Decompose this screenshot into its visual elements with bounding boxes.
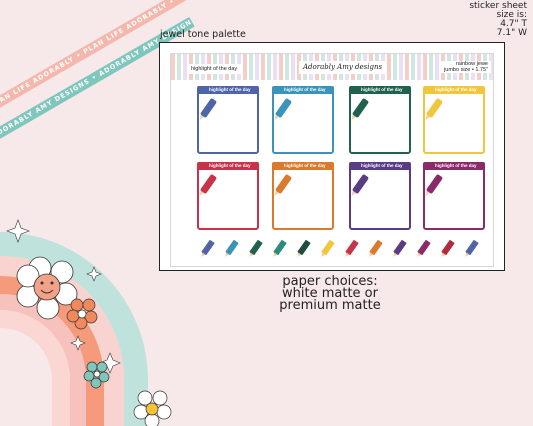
box-tab: highlight of the day bbox=[349, 162, 411, 170]
paper-choices-line2: white matte or bbox=[282, 286, 378, 301]
sticker-box-orange: highlight of the day bbox=[272, 162, 334, 230]
mini-pencil-icon bbox=[393, 239, 407, 256]
box-label: highlight of the day bbox=[361, 87, 403, 92]
size-note-line4: 7.1" W bbox=[496, 28, 527, 38]
box-frame bbox=[197, 90, 259, 154]
mini-pencil-icon bbox=[417, 239, 431, 256]
box-tab: highlight of the day bbox=[272, 86, 334, 94]
header-right-label: rainbow jewe jumbo size • 1.75" bbox=[441, 61, 491, 73]
mini-pencil-icon bbox=[225, 239, 239, 256]
sticker-box-blue: highlight of the day bbox=[197, 86, 259, 154]
mini-pencil-icon bbox=[273, 239, 287, 256]
box-frame bbox=[423, 166, 485, 230]
box-label: highlight of the day bbox=[284, 163, 326, 168]
size-note-line2: size is: bbox=[496, 10, 527, 20]
box-label: highlight of the day bbox=[435, 87, 477, 92]
size-note: sticker sheet size is: 4.7" T 7.1" W bbox=[469, 2, 527, 38]
header-right-line2: jumbo size • 1.75" bbox=[444, 67, 488, 73]
box-frame bbox=[272, 90, 334, 154]
mini-pencil-icon bbox=[369, 239, 383, 256]
sticker-box-wine: highlight of the day bbox=[423, 162, 485, 230]
sticker-box-purple: highlight of the day bbox=[349, 162, 411, 230]
paper-choices-line3: premium matte bbox=[279, 298, 381, 313]
sticker-sheet-inner: highlight of the day Adorably Amy design… bbox=[170, 53, 494, 267]
box-label: highlight of the day bbox=[361, 163, 403, 168]
mini-pencil-icon bbox=[297, 239, 311, 256]
box-frame bbox=[349, 90, 411, 154]
mini-pencil-icon bbox=[201, 239, 215, 256]
box-label: highlight of the day bbox=[209, 163, 251, 168]
palette-label: jewel tone palette bbox=[160, 29, 246, 40]
mini-pencil-icon bbox=[345, 239, 359, 256]
box-tab: highlight of the day bbox=[197, 86, 259, 94]
sticker-sheet: highlight of the day Adorably Amy design… bbox=[159, 42, 505, 271]
mini-pencil-icon bbox=[441, 239, 455, 256]
box-label: highlight of the day bbox=[209, 87, 251, 92]
header-left-label: highlight of the day bbox=[187, 64, 242, 74]
sticker-box-red: highlight of the day bbox=[197, 162, 259, 230]
box-tab: highlight of the day bbox=[349, 86, 411, 94]
paper-choices-note: paper choices: white matte or premium ma… bbox=[270, 274, 390, 313]
size-note-line1: sticker sheet bbox=[469, 1, 527, 11]
box-tab: highlight of the day bbox=[423, 86, 485, 94]
box-frame bbox=[197, 166, 259, 230]
box-tab: highlight of the day bbox=[197, 162, 259, 170]
sticker-box-teal: highlight of the day bbox=[272, 86, 334, 154]
sticker-box-yellow: highlight of the day bbox=[423, 86, 485, 154]
box-frame bbox=[423, 90, 485, 154]
sticker-box-green: highlight of the day bbox=[349, 86, 411, 154]
box-label: highlight of the day bbox=[284, 87, 326, 92]
box-tab: highlight of the day bbox=[423, 162, 485, 170]
mini-pencil-icon bbox=[465, 239, 479, 256]
size-note-line3: 4.7" T bbox=[500, 19, 527, 29]
paper-choices-line1: paper choices: bbox=[282, 274, 378, 289]
box-tab: highlight of the day bbox=[272, 162, 334, 170]
brand-logo: Adorably Amy designs bbox=[299, 61, 387, 74]
mini-pencil-icon bbox=[321, 239, 335, 256]
mini-pencil-icon bbox=[249, 239, 263, 256]
box-label: highlight of the day bbox=[435, 163, 477, 168]
box-frame bbox=[349, 166, 411, 230]
header-right-line1: rainbow jewe bbox=[455, 61, 488, 67]
box-frame bbox=[272, 166, 334, 230]
